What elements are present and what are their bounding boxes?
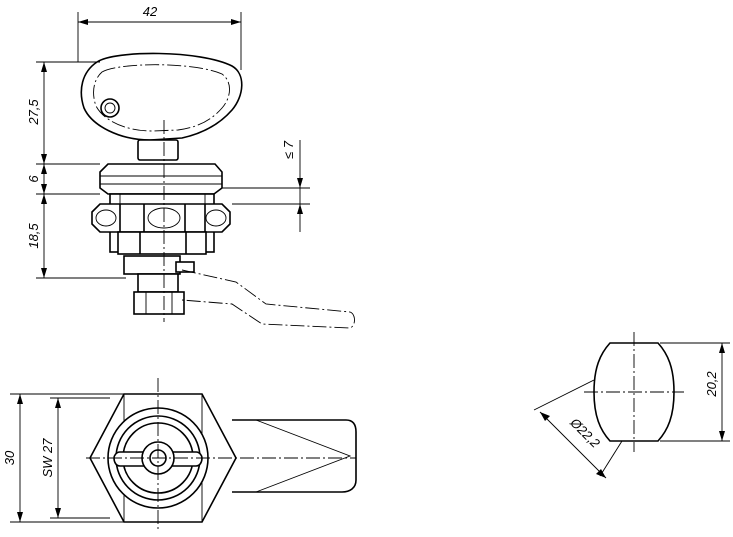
cylinder-flange: [99, 163, 223, 195]
cam-screw-nut: [133, 291, 185, 315]
key-hole-inner: [104, 102, 116, 114]
dim-body-18-5: 18,5: [26, 223, 41, 249]
key-shaft: [137, 139, 179, 161]
dim-flats-20-2: 20,2: [704, 371, 719, 398]
dim-width-42: 42: [143, 4, 158, 19]
hex-nut: [91, 203, 231, 233]
cam-plate: [175, 261, 195, 273]
lower-body: [117, 231, 207, 255]
cutout-profile: [593, 342, 675, 442]
cutout-view: 20,2 Ø22,2: [533, 332, 730, 479]
key-hole-icon: [100, 98, 120, 118]
dim-total-30: 30: [2, 450, 17, 465]
dim-flange-6: 6: [26, 175, 41, 183]
key-handle-inner: [93, 64, 230, 132]
side-view: 42 27,5 6 18,5 ≤ 7: [26, 4, 355, 329]
front-view: 30 SW 27: [2, 378, 357, 532]
cam-outline: [181, 269, 355, 329]
cam-base: [123, 255, 181, 275]
dim-handle-27-5: 27,5: [26, 99, 41, 126]
dim-panel-max-7: ≤ 7: [281, 140, 296, 159]
key-handle-outline: [80, 52, 243, 141]
cam-screw: [137, 273, 179, 293]
front-cam: [232, 419, 357, 493]
dim-sw-27: SW 27: [40, 438, 55, 478]
